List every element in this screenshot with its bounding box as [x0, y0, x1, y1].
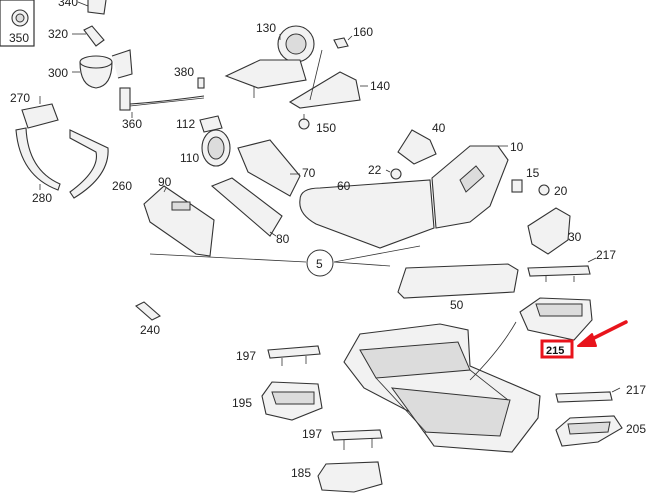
- seat-frame: [343, 321, 541, 453]
- label-130[interactable]: 130: [256, 21, 276, 35]
- label-80[interactable]: 80: [276, 232, 290, 246]
- label-205[interactable]: 205: [626, 422, 646, 436]
- part-197-upper: 197: [236, 345, 321, 366]
- label-350[interactable]: 350: [9, 31, 29, 45]
- part-150: 150: [298, 114, 336, 135]
- label-110[interactable]: 110: [180, 151, 199, 165]
- part-15: 15: [511, 166, 540, 193]
- label-185[interactable]: 185: [291, 466, 311, 480]
- part-350: 350: [0, 0, 35, 47]
- part-10: 10: [431, 140, 524, 229]
- label-20[interactable]: 20: [554, 184, 568, 198]
- label-217-lower[interactable]: 217: [626, 383, 646, 397]
- part-205: 205: [555, 415, 646, 447]
- label-340[interactable]: 340: [58, 0, 78, 9]
- label-90[interactable]: 90: [158, 175, 172, 189]
- label-197-lower[interactable]: 197: [302, 427, 322, 441]
- part-130: 130: [224, 21, 315, 98]
- label-197-upper[interactable]: 197: [236, 349, 256, 363]
- label-320[interactable]: 320: [48, 27, 68, 41]
- part-140: 140: [288, 49, 390, 109]
- part-185: 185: [291, 461, 383, 493]
- label-280[interactable]: 280: [32, 191, 52, 205]
- part-197-lower: 197: [302, 427, 383, 450]
- part-270-280-260: 270 280 260: [10, 91, 132, 205]
- part-110-112: 112 110: [176, 115, 231, 167]
- label-140[interactable]: 140: [370, 79, 390, 93]
- part-240: 240: [135, 301, 161, 337]
- part-60: 60: [299, 179, 435, 249]
- part-160: 160: [333, 25, 373, 49]
- part-70: 70: [237, 139, 316, 197]
- label-215[interactable]: 215: [546, 345, 564, 357]
- part-5-callout: 5: [149, 245, 421, 277]
- label-160[interactable]: 160: [353, 25, 373, 39]
- part-195: 195: [232, 381, 323, 421]
- label-5[interactable]: 5: [316, 257, 323, 271]
- label-40[interactable]: 40: [432, 121, 446, 135]
- label-60[interactable]: 60: [337, 179, 351, 193]
- part-217-upper: 217: [527, 248, 616, 282]
- label-240[interactable]: 240: [140, 323, 160, 337]
- label-300[interactable]: 300: [48, 66, 68, 80]
- label-70[interactable]: 70: [302, 166, 316, 180]
- part-300: 300: [48, 49, 133, 89]
- label-50[interactable]: 50: [450, 298, 464, 312]
- label-15[interactable]: 15: [526, 166, 540, 180]
- part-20: 20: [538, 184, 568, 198]
- red-arrow-icon: [577, 320, 628, 347]
- part-30: 30: [527, 207, 582, 255]
- part-380: 380: [174, 65, 205, 89]
- part-40: 40: [397, 121, 446, 165]
- part-90: 90: [143, 175, 215, 257]
- label-10[interactable]: 10: [510, 140, 524, 154]
- part-215: [519, 297, 593, 341]
- part-340: 340: [58, 0, 107, 15]
- label-30[interactable]: 30: [568, 230, 582, 244]
- label-195[interactable]: 195: [232, 396, 252, 410]
- part-80: 80: [210, 177, 290, 246]
- label-150[interactable]: 150: [316, 121, 336, 135]
- label-360[interactable]: 360: [122, 117, 142, 131]
- part-217-lower: 217: [555, 383, 646, 403]
- label-22[interactable]: 22: [368, 163, 382, 177]
- part-360: 360: [119, 87, 205, 131]
- label-270[interactable]: 270: [10, 91, 30, 105]
- part-320: 320: [48, 25, 105, 47]
- part-50: 50: [397, 263, 519, 312]
- label-380[interactable]: 380: [174, 65, 194, 79]
- highlight-215[interactable]: 215: [540, 339, 574, 359]
- label-112[interactable]: 112: [176, 117, 195, 131]
- part-22: 22: [368, 163, 402, 180]
- label-260[interactable]: 260: [112, 179, 132, 193]
- label-217-upper[interactable]: 217: [596, 248, 616, 262]
